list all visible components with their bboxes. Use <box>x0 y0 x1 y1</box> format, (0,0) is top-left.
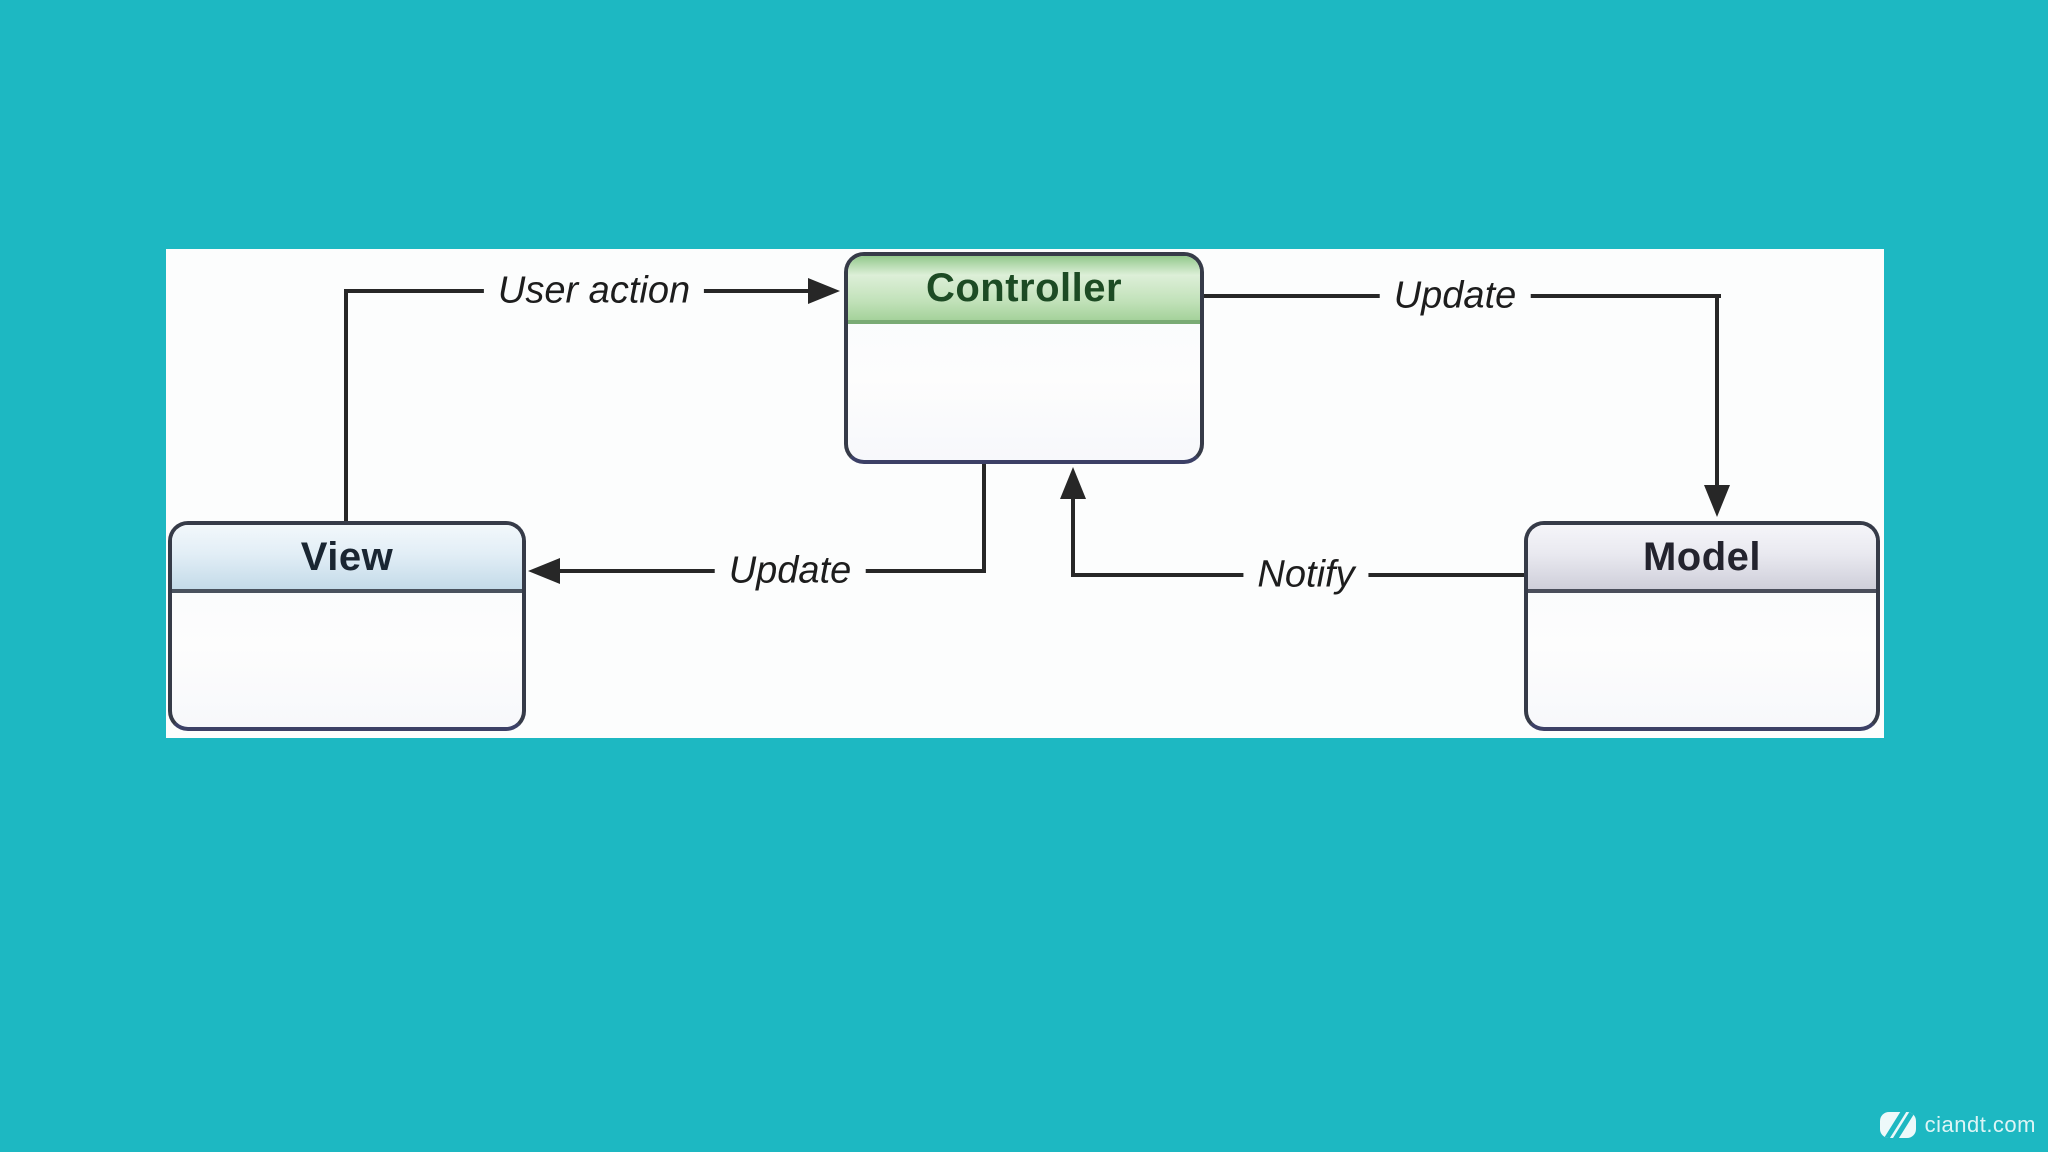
edge-label-notify: Notify <box>1243 553 1369 597</box>
box-controller-title: Controller <box>925 265 1123 310</box>
box-model-title: Model <box>1642 534 1762 579</box>
edge-user-action-vertical-line <box>344 291 348 521</box>
box-controller-body <box>848 324 1200 460</box>
box-view: View <box>168 521 526 731</box>
box-view-title: View <box>300 534 394 579</box>
diagram-panel: User action Update Update Notify Control… <box>166 249 1884 738</box>
watermark-text: ciandt.com <box>1924 1112 2036 1137</box>
box-model-header: Model <box>1528 525 1876 593</box>
box-view-body <box>172 593 522 727</box>
box-model: Model <box>1524 521 1880 731</box>
update-model-arrowhead-icon <box>1704 485 1730 517</box>
box-controller-header: Controller <box>848 256 1200 324</box>
edge-label-user-action: User action <box>483 269 705 313</box>
user-action-arrowhead-icon <box>808 278 840 304</box>
box-view-header: View <box>172 525 522 593</box>
edge-label-update-model: Update <box>1379 274 1531 318</box>
watermark: ciandt.com <box>1879 1112 2036 1138</box>
update-view-arrowhead-icon <box>528 558 560 584</box>
edge-label-update-view: Update <box>714 549 866 593</box>
box-model-body <box>1528 593 1876 727</box>
ciandt-logo-icon <box>1879 1112 1916 1138</box>
edge-notify-vertical-line <box>1071 497 1075 577</box>
edge-update-view-vertical-line <box>982 464 986 573</box>
notify-arrowhead-icon <box>1060 467 1086 499</box>
edge-update-model-vertical-line <box>1715 294 1719 489</box>
box-controller: Controller <box>844 252 1204 464</box>
